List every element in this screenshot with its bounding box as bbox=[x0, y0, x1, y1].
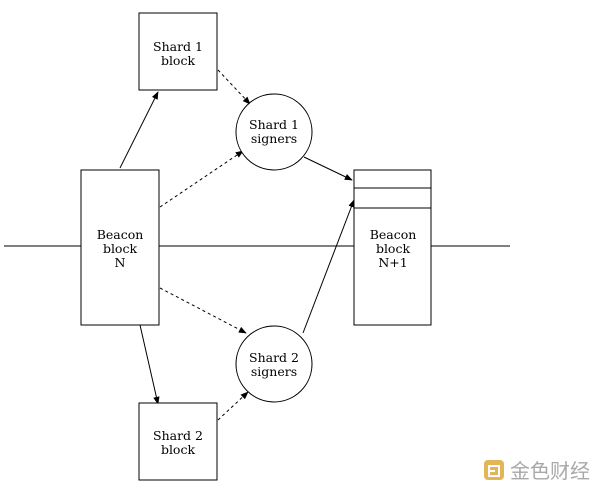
edge-shard1-block-to-signers bbox=[217, 69, 251, 105]
edge-beacon-to-shard2-signers bbox=[159, 287, 247, 334]
beacon-n-line1: Beacon bbox=[97, 227, 144, 242]
beacon-n1-line1: Beacon bbox=[370, 227, 417, 242]
shard1-signers-line1: Shard 1 bbox=[249, 117, 299, 132]
shard2-signers-line2: signers bbox=[251, 364, 297, 379]
edge-beacon-to-shard1-signers bbox=[159, 150, 244, 208]
watermark: 金色财经 bbox=[484, 459, 590, 483]
shard2-signers-node: Shard 2 signers bbox=[235, 325, 313, 403]
beacon-block-n-node: Beacon block N bbox=[80, 169, 160, 326]
watermark-text: 金色财经 bbox=[510, 459, 590, 483]
jinse-logo-icon bbox=[484, 460, 504, 480]
beacon-n-line2: block bbox=[103, 241, 138, 256]
shard2-signers-line1: Shard 2 bbox=[249, 350, 299, 365]
edge-shard1-signers-to-beacon-n1 bbox=[303, 156, 353, 181]
edge-shard2-block-to-signers bbox=[217, 391, 249, 421]
beacon-block-n1-node: Beacon block N+1 bbox=[353, 169, 432, 326]
shard1-block-node: Shard 1 block bbox=[138, 12, 218, 91]
shard1-block-line2: block bbox=[161, 53, 196, 68]
edge-beacon-to-shard1-block bbox=[119, 91, 159, 169]
shard1-signers-node: Shard 1 signers bbox=[235, 93, 313, 171]
shard1-signers-line2: signers bbox=[251, 131, 297, 146]
beacon-n-line3: N bbox=[115, 255, 126, 270]
edge-shard2-signers-to-beacon-n1 bbox=[302, 199, 355, 334]
shard2-block-line2: block bbox=[161, 442, 196, 457]
shard2-block-line1: Shard 2 bbox=[153, 428, 203, 443]
beacon-n1-line2: block bbox=[376, 241, 411, 256]
shard1-block-line1: Shard 1 bbox=[153, 39, 203, 54]
shard2-block-node: Shard 2 block bbox=[138, 402, 218, 481]
edge-beacon-to-shard2-block bbox=[139, 324, 160, 405]
beacon-n1-line3: N+1 bbox=[378, 255, 407, 270]
